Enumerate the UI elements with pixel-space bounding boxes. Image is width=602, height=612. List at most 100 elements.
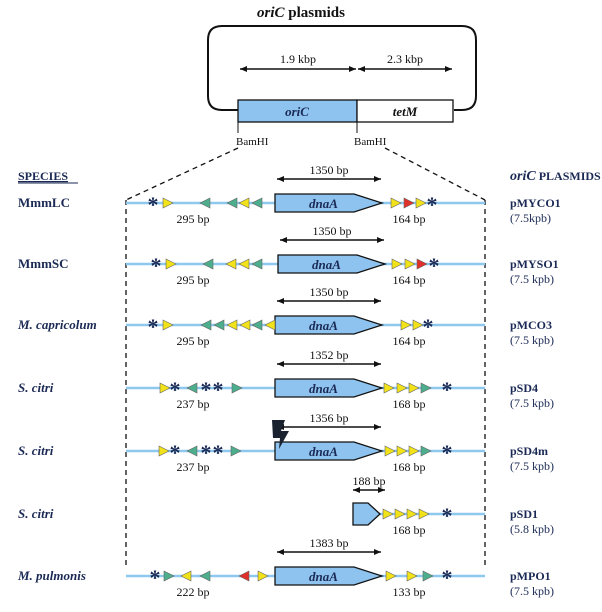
dnaa-box-triangle: [238, 197, 250, 209]
dnaa-box-triangle: [251, 258, 263, 270]
plasmid-name: pMYCO1: [510, 196, 561, 210]
dnaa-box-triangle: [159, 382, 171, 394]
right-intergenic-length: 164 bp: [393, 334, 426, 348]
asterisk-marker: *: [429, 253, 440, 278]
dnaa-box-triangle: [202, 258, 214, 270]
dnaA-length-arrowhead-right: [374, 176, 381, 182]
dnaa-box-triangle: [230, 445, 242, 457]
asterisk-marker: *: [148, 314, 159, 339]
dnaA-length-label: 1350 bp: [310, 285, 349, 299]
dnaa-box-triangle: [404, 258, 416, 270]
dnaa-box-triangle: [226, 319, 238, 331]
dnaa-box-triangle: [406, 570, 418, 582]
dnaA-length-label: 1352 bp: [310, 348, 349, 362]
dnaA-gene-label: dnaA: [309, 318, 338, 333]
dnaa-box-triangle: [390, 197, 402, 209]
left-intergenic-length: 222 bp: [177, 585, 210, 599]
plasmid-name: pSD4: [510, 381, 538, 395]
figure-title: oriC plasmids: [257, 5, 345, 21]
dnaa-box-triangle: [162, 197, 174, 209]
expansion-line-left: [125, 147, 239, 201]
dnaa-box-triangle: [251, 197, 263, 209]
dnaa-box-triangle: [422, 570, 434, 582]
dnaa-box-triangle: [391, 258, 403, 270]
oriC-size-arrow: [240, 66, 356, 72]
dnaA-length-arrowhead-right: [378, 487, 385, 493]
dnaa-box-triangle: [251, 319, 263, 331]
dnaA-gene: [274, 193, 385, 213]
plasmid-name: pSD4m: [510, 444, 548, 458]
plasmid-size: (7.5 kpb): [510, 396, 554, 410]
dnaa-box-triangle: [239, 319, 251, 331]
dnaA-length-arrowhead-left: [277, 549, 284, 555]
asterisk-marker: *: [170, 377, 181, 402]
dnaA-length-arrowhead-left: [277, 176, 284, 182]
species-label: S. citri: [18, 443, 54, 458]
dnaA-gene: [352, 502, 381, 526]
dnaa-box-triangle: [385, 570, 397, 582]
dnaa-box-triangle: [420, 382, 432, 394]
dnaA-length-arrowhead-left: [353, 487, 360, 493]
right-intergenic-length: 133 bp: [393, 585, 426, 599]
dnaa-box-triangle: [420, 445, 432, 457]
dnaA-gene-label: dnaA: [309, 381, 338, 396]
plasmid-name: pSD1: [510, 507, 538, 521]
asterisk-marker: *: [442, 377, 453, 402]
dnaa-box-triangle: [158, 445, 170, 457]
lightning-bolt-icon: [272, 420, 289, 449]
asterisk-marker: *: [201, 377, 212, 402]
dnaA-length-label: 1383 bp: [310, 536, 349, 550]
dnaa-box-triangle: [200, 319, 212, 331]
species-label: S. citri: [18, 506, 54, 521]
dnaa-box-triangle: [416, 258, 428, 270]
dnaA-length-label: 1350 bp: [313, 224, 352, 238]
plasmid-size: (7.5kpb): [510, 211, 551, 225]
dnaA-gene: [274, 566, 385, 586]
asterisk-marker: *: [150, 565, 161, 590]
dnaa-box-triangle: [163, 570, 175, 582]
plasmid-size: (7.5 kpb): [510, 333, 554, 347]
plasmid-name: pMYSO1: [510, 257, 559, 271]
plasmid-size: (7.5 kpb): [510, 272, 554, 286]
dnaa-box-triangle: [418, 508, 430, 520]
expansion-line-right: [384, 147, 486, 201]
species-header: SPECIES: [18, 169, 68, 183]
dnaA-length-arrowhead-right: [374, 298, 381, 304]
dnaA-length-arrowhead-left: [280, 237, 287, 243]
dnaa-box-triangle: [383, 382, 395, 394]
right-intergenic-length: 168 bp: [393, 523, 426, 537]
dnaa-box-triangle: [213, 319, 225, 331]
dnaA-length-label: 1356 bp: [310, 411, 349, 425]
dnaA-gene-label: dnaA: [309, 569, 338, 584]
asterisk-marker: *: [201, 440, 212, 465]
plasmid-name: pMPO1: [510, 569, 551, 583]
dnaa-box-triangle: [264, 319, 276, 331]
dnaa-box-triangle: [408, 382, 420, 394]
species-label: M. capricolum: [17, 317, 97, 332]
dnaA-gene: [274, 378, 385, 398]
dnaa-box-triangle: [408, 445, 420, 457]
dnaA-length-arrowhead-right: [374, 361, 381, 367]
oriC-size-label: 1.9 kbp: [280, 52, 316, 66]
bamhi-right-label: BamHI: [354, 136, 387, 148]
dnaA-length-label: 188 bp: [353, 474, 386, 488]
dnaa-box-triangle: [162, 319, 174, 331]
tetM-size-label: 2.3 kbp: [387, 52, 423, 66]
dnaA-length-arrowhead-left: [277, 361, 284, 367]
left-intergenic-length: 237 bp: [177, 460, 210, 474]
dnaa-box-triangle: [400, 319, 412, 331]
dnaa-box-triangle: [394, 508, 406, 520]
left-intergenic-length: 237 bp: [177, 397, 210, 411]
dnaA-length-arrowhead-left: [277, 298, 284, 304]
plasmid-size: (5.8 kpb): [510, 522, 554, 536]
plasmid-name: pMCO3: [510, 318, 552, 332]
title-italic: oriC: [257, 5, 286, 21]
dnaa-box-triangle: [403, 197, 415, 209]
asterisk-marker: *: [213, 440, 224, 465]
dnaa-box-triangle: [406, 508, 418, 520]
bamhi-left-label: BamHI: [236, 136, 269, 148]
plasmid-size: (7.5 kpb): [510, 459, 554, 473]
dnaA-gene-label: dnaA: [309, 444, 338, 459]
dnaA-gene: [274, 315, 385, 335]
